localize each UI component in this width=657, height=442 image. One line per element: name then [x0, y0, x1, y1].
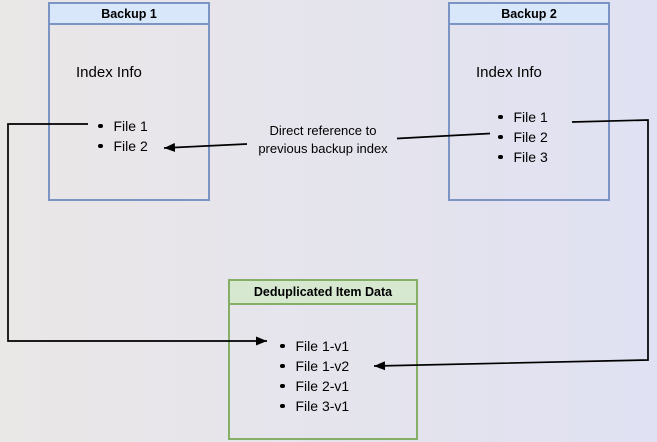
list-item: File 2-v1: [280, 376, 349, 396]
file-label: File 2: [113, 138, 148, 154]
list-item: File 2: [98, 136, 148, 156]
backup2-title: Backup 2: [501, 6, 557, 21]
list-item: File 1: [498, 107, 548, 127]
list-item: File 3: [498, 147, 548, 167]
dedup-node: Deduplicated Item Data File 1-v1 File 1-…: [228, 279, 418, 440]
file-label: File 2: [513, 129, 548, 145]
backup1-header: Backup 1: [50, 4, 208, 25]
dedup-title: Deduplicated Item Data: [253, 285, 393, 299]
backup2-node: Backup 2 Index Info File 1 File 2 File 3: [448, 2, 610, 201]
edge-label-direct-reference: Direct reference to previous backup inde…: [238, 122, 408, 157]
bullet-icon: [98, 123, 103, 129]
bullet-icon: [280, 403, 285, 409]
list-item: File 1-v2: [280, 356, 349, 376]
dedup-file-list: File 1-v1 File 1-v2 File 2-v1 File 3-v1: [280, 336, 349, 416]
backup2-file-list: File 1 File 2 File 3: [498, 107, 548, 167]
bullet-icon: [498, 134, 503, 140]
file-label: File 3-v1: [295, 398, 350, 414]
file-label: File 2-v1: [295, 378, 350, 394]
file-label: File 3: [513, 149, 548, 165]
backup1-node: Backup 1 Index Info File 1 File 2: [48, 2, 210, 201]
backup1-index-info-label: Index Info: [76, 64, 142, 81]
file-label: File 1: [513, 109, 548, 125]
list-item: File 3-v1: [280, 396, 349, 416]
list-item: File 1: [98, 116, 148, 136]
list-item: File 2: [498, 127, 548, 147]
edge-label-line1: Direct reference to: [269, 123, 377, 138]
bullet-icon: [498, 154, 503, 160]
file-label: File 1-v2: [295, 358, 350, 374]
backup2-header: Backup 2: [450, 4, 608, 25]
bullet-icon: [280, 383, 285, 389]
file-label: File 1: [113, 118, 148, 134]
bullet-icon: [280, 343, 285, 349]
dedup-header: Deduplicated Item Data: [230, 281, 416, 305]
file-label: File 1-v1: [295, 338, 350, 354]
bullet-icon: [98, 143, 103, 149]
bullet-icon: [498, 114, 503, 120]
backup2-index-info-label: Index Info: [476, 64, 542, 81]
backup1-file-list: File 1 File 2: [98, 116, 148, 156]
backup1-title: Backup 1: [101, 6, 157, 21]
edge-label-line2: previous backup index: [258, 140, 388, 156]
list-item: File 1-v1: [280, 336, 349, 356]
bullet-icon: [280, 363, 285, 369]
